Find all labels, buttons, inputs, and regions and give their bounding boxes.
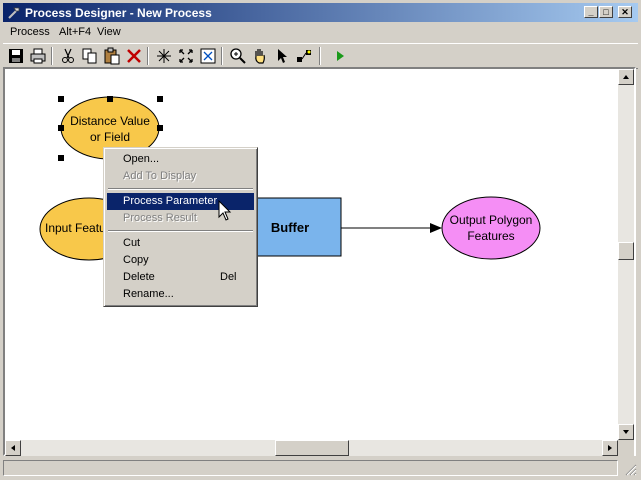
selection-handle[interactable] bbox=[58, 125, 64, 131]
status-pane bbox=[3, 460, 618, 476]
title-bar[interactable]: Process Designer - New Process _ □ ✕ bbox=[3, 3, 638, 22]
toolbar bbox=[3, 43, 638, 69]
full-extent-icon[interactable] bbox=[177, 47, 195, 65]
vertical-scrollbar[interactable] bbox=[618, 69, 634, 440]
node-output-polygon[interactable] bbox=[441, 196, 541, 260]
menu-view[interactable]: View bbox=[97, 26, 121, 38]
node-output-label-1: Output Polygon bbox=[449, 213, 533, 227]
resize-grip-icon[interactable] bbox=[623, 462, 637, 476]
print-icon[interactable] bbox=[29, 47, 47, 65]
minimize-button[interactable]: _ bbox=[584, 6, 598, 18]
ctx-process-result[interactable]: Process Result bbox=[107, 210, 254, 227]
selection-handle[interactable] bbox=[107, 96, 113, 102]
run-icon[interactable] bbox=[331, 47, 349, 65]
toolbar-separator bbox=[319, 47, 321, 65]
selection-handle[interactable] bbox=[58, 96, 64, 102]
window-title: Process Designer - New Process bbox=[25, 6, 212, 20]
ctx-rename-label: Rename... bbox=[123, 288, 174, 300]
hammer-icon bbox=[8, 7, 20, 19]
scroll-left-button[interactable] bbox=[5, 440, 21, 456]
model-canvas[interactable]: Distance Value or Field Input Features B… bbox=[5, 69, 618, 440]
menu-alt-f4[interactable]: Alt+F4 bbox=[59, 26, 92, 38]
select-all-icon[interactable] bbox=[155, 47, 173, 65]
arrow-up-icon bbox=[623, 75, 629, 79]
toolbar-separator bbox=[221, 47, 223, 65]
connector-arrowhead bbox=[430, 223, 442, 233]
maximize-button[interactable]: □ bbox=[599, 6, 613, 18]
connect-icon[interactable] bbox=[295, 47, 313, 65]
node-distance-label-2: or Field bbox=[89, 130, 130, 144]
ctx-delete-shortcut: Del bbox=[220, 271, 237, 283]
ctx-add-to-display[interactable]: Add To Display bbox=[107, 168, 254, 185]
ctx-copy[interactable]: Copy bbox=[107, 252, 254, 269]
arrow-left-icon bbox=[11, 445, 15, 451]
ctx-cut[interactable]: Cut bbox=[107, 235, 254, 252]
node-output-label-2: Features bbox=[467, 229, 515, 243]
context-menu: Open... Add To Display Process Parameter… bbox=[103, 147, 258, 307]
copy-icon[interactable] bbox=[81, 47, 99, 65]
ctx-open[interactable]: Open... bbox=[107, 151, 254, 168]
save-icon[interactable] bbox=[7, 47, 25, 65]
selection-handle[interactable] bbox=[58, 155, 64, 161]
ctx-delete-label: Delete bbox=[123, 271, 155, 283]
toolbar-separator bbox=[147, 47, 149, 65]
ctx-delete[interactable]: Delete Del bbox=[107, 269, 254, 286]
menu-process[interactable]: Process bbox=[10, 26, 50, 38]
pointer-icon[interactable] bbox=[273, 47, 291, 65]
selection-handle[interactable] bbox=[157, 125, 163, 131]
vertical-scroll-thumb[interactable] bbox=[618, 242, 634, 260]
close-button[interactable]: ✕ bbox=[618, 6, 632, 18]
node-distance-label-1: Distance Value bbox=[70, 114, 150, 128]
ctx-process-parameter-label: Process Parameter bbox=[123, 195, 218, 207]
ctx-process-parameter[interactable]: Process Parameter bbox=[107, 193, 254, 210]
horizontal-scrollbar[interactable] bbox=[5, 440, 618, 456]
status-bar bbox=[3, 458, 638, 477]
ctx-open-label: Open... bbox=[123, 153, 160, 165]
ctx-separator bbox=[108, 188, 253, 190]
arrow-right-icon bbox=[608, 445, 612, 451]
zoom-in-icon[interactable] bbox=[229, 47, 247, 65]
paste-icon[interactable] bbox=[103, 47, 121, 65]
fit-icon[interactable] bbox=[199, 47, 217, 65]
arrow-down-icon bbox=[623, 430, 629, 434]
pan-icon[interactable] bbox=[251, 47, 269, 65]
toolbar-separator bbox=[51, 47, 53, 65]
scroll-corner bbox=[618, 440, 634, 456]
mouse-cursor-icon bbox=[218, 200, 232, 221]
ctx-process-result-label: Process Result bbox=[123, 212, 197, 224]
delete-icon[interactable] bbox=[125, 47, 143, 65]
node-buffer-label: Buffer bbox=[270, 220, 310, 235]
ctx-copy-label: Copy bbox=[123, 254, 149, 266]
ctx-rename[interactable]: Rename... bbox=[107, 286, 254, 303]
ctx-cut-label: Cut bbox=[123, 237, 141, 249]
menu-bar: Process Alt+F4 View bbox=[3, 23, 638, 41]
scroll-right-button[interactable] bbox=[602, 440, 618, 456]
horizontal-scroll-thumb[interactable] bbox=[275, 440, 349, 456]
cut-icon[interactable] bbox=[59, 47, 77, 65]
scroll-down-button[interactable] bbox=[618, 424, 634, 440]
ctx-add-to-display-label: Add To Display bbox=[123, 170, 197, 182]
scroll-up-button[interactable] bbox=[618, 69, 634, 85]
selection-handle[interactable] bbox=[157, 96, 163, 102]
ctx-separator bbox=[108, 230, 253, 232]
